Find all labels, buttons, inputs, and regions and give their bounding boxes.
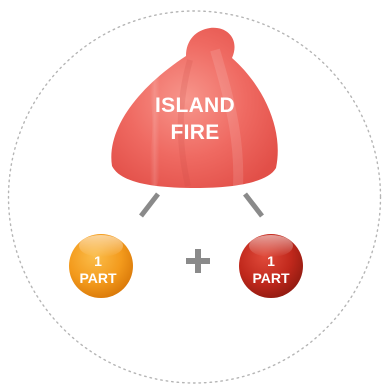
component-right-unit: PART xyxy=(241,270,301,287)
connector-left xyxy=(141,194,158,216)
component-left-label: 1 PART xyxy=(68,253,128,287)
component-right-label: 1 PART xyxy=(241,253,301,287)
component-left-unit: PART xyxy=(68,270,128,287)
component-right-amount: 1 xyxy=(241,253,301,270)
connector-right xyxy=(245,194,262,216)
component-left-amount: 1 xyxy=(68,253,128,270)
plus-icon xyxy=(186,249,210,273)
shade-name: ISLAND FIRE xyxy=(118,92,272,146)
shade-name-line2: FIRE xyxy=(118,119,272,146)
shade-name-line1: ISLAND xyxy=(118,92,272,119)
